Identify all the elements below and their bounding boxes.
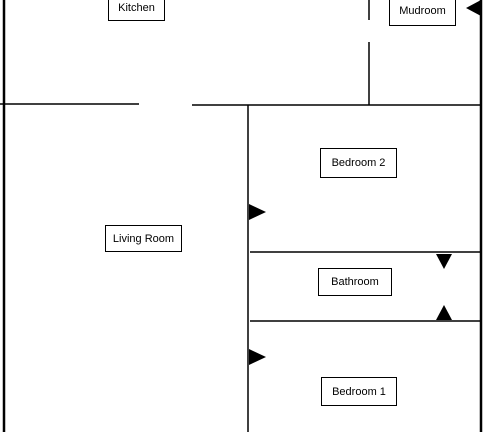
door-mudroom-marker xyxy=(466,0,481,16)
door-bathroom-bottom-marker xyxy=(436,305,452,320)
room-label-bedroom-1: Bedroom 1 xyxy=(321,377,397,406)
door-bedroom1-marker xyxy=(249,349,266,365)
door-bedroom2-marker xyxy=(249,204,266,220)
room-label-mudroom: Mudroom xyxy=(389,0,456,26)
room-label-kitchen: Kitchen xyxy=(108,0,165,21)
room-label-bedroom-2: Bedroom 2 xyxy=(320,148,397,178)
door-bathroom-top-marker xyxy=(436,254,452,269)
room-label-bathroom: Bathroom xyxy=(318,268,392,296)
room-label-living-room: Living Room xyxy=(105,225,182,252)
